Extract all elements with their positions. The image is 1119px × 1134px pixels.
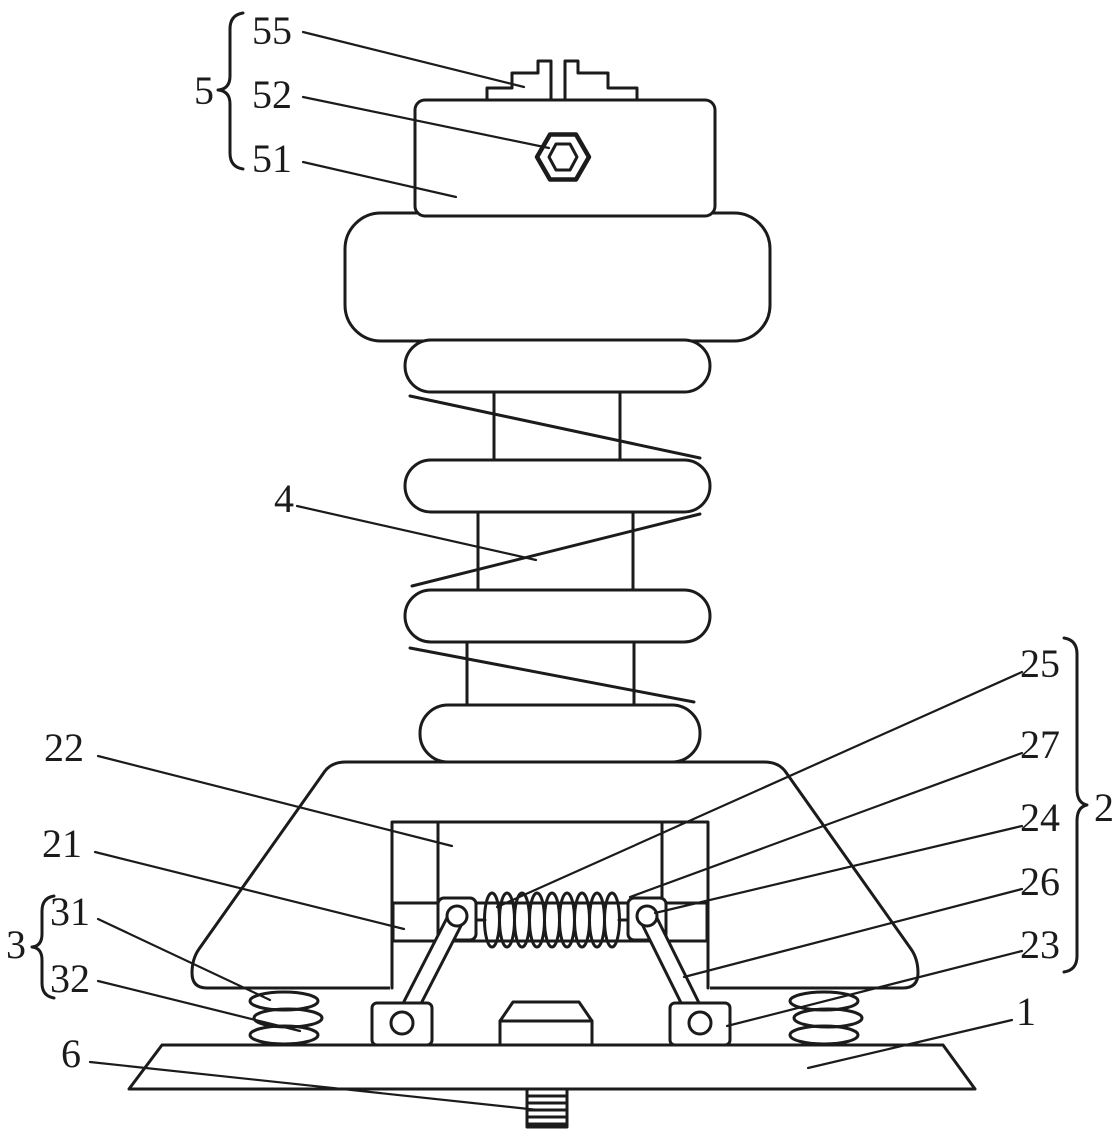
upper-housing-block — [343, 211, 772, 343]
leader-25 — [495, 670, 1024, 909]
insulator-shed-4 — [418, 703, 702, 764]
leader-27 — [628, 751, 1024, 899]
damper-spring-25 — [464, 891, 640, 949]
leader-55 — [301, 30, 526, 89]
label-52: 52 — [252, 72, 292, 117]
terminal-castellation-55 — [485, 59, 639, 102]
label-3: 3 — [6, 922, 26, 967]
label-25: 25 — [1020, 641, 1060, 686]
bell-housing — [190, 760, 920, 990]
label-1: 1 — [1016, 989, 1036, 1034]
center-nut — [498, 1000, 594, 1047]
label-5: 5 — [194, 68, 214, 113]
label-23: 23 — [1020, 922, 1060, 967]
leader-22 — [96, 754, 454, 848]
leader-26 — [682, 887, 1024, 979]
right-lower-pivot-pin — [687, 1010, 713, 1036]
leader-1 — [806, 1018, 1014, 1070]
left-upper-pivot-pin — [445, 904, 469, 928]
brace-group-5 — [216, 11, 245, 171]
label-51: 51 — [252, 136, 292, 181]
base-plate-1 — [127, 1043, 977, 1091]
leader-23 — [725, 949, 1024, 1028]
insulator-shed-2 — [403, 458, 712, 514]
leader-31 — [96, 917, 272, 1002]
label-31: 31 — [50, 889, 90, 934]
leader-51 — [301, 160, 458, 199]
right-upper-pivot-pin-24 — [635, 904, 659, 928]
label-21: 21 — [42, 821, 82, 866]
leader-6 — [88, 1060, 540, 1112]
leader-52 — [301, 95, 551, 150]
label-32: 32 — [50, 956, 90, 1001]
reference-labels: 55 52 51 5 4 22 21 3 31 32 6 25 27 24 26… — [6, 8, 1114, 1076]
leader-lines — [88, 30, 1024, 1112]
brace-group-2 — [1062, 636, 1089, 974]
left-lower-pivot-pin — [389, 1010, 415, 1036]
hex-screw-52 — [534, 132, 592, 182]
right-coil-spring — [788, 990, 864, 1046]
label-6: 6 — [61, 1031, 81, 1076]
label-2: 2 — [1094, 785, 1114, 830]
leader-21 — [93, 850, 406, 931]
cap-51 — [413, 98, 717, 218]
leader-24 — [653, 824, 1024, 915]
label-4: 4 — [274, 476, 294, 521]
brace-group-3 — [30, 894, 56, 1000]
insulator-core-4 — [465, 390, 636, 707]
leader-4 — [295, 504, 538, 562]
leader-32 — [96, 979, 302, 1033]
label-27: 27 — [1020, 722, 1060, 767]
insulator-shed-1 — [403, 338, 712, 394]
anchor-bolt-6 — [525, 1087, 569, 1129]
insulator-shed-3 — [403, 588, 712, 644]
left-coil-spring-31-32 — [248, 990, 324, 1046]
label-26: 26 — [1020, 859, 1060, 904]
label-24: 24 — [1020, 795, 1060, 840]
insulator-helix-lines — [408, 394, 702, 704]
label-22: 22 — [44, 725, 84, 770]
label-55: 55 — [252, 8, 292, 53]
